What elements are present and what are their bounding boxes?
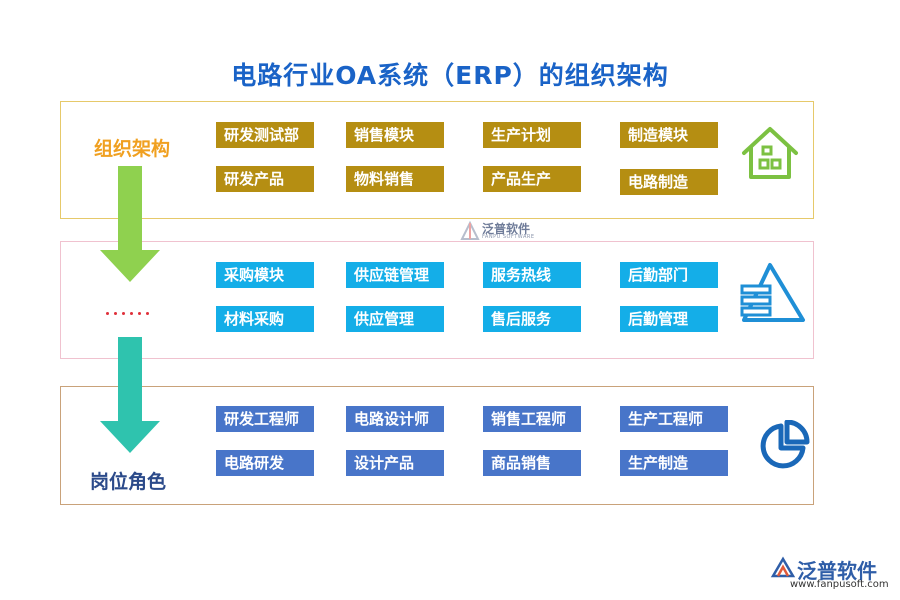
box-rd-engineer: 研发工程师: [216, 406, 314, 432]
box-purchasing-module: 采购模块: [216, 262, 314, 288]
box-sales-module: 销售模块: [346, 122, 444, 148]
box-production-engineer: 生产工程师: [620, 406, 728, 432]
box-supply-chain-mgmt: 供应链管理: [346, 262, 444, 288]
brand-name: 泛普软件: [797, 559, 877, 583]
box-circuit-manufacturing: 电路制造: [620, 169, 718, 195]
pyramid-icon: [740, 263, 805, 322]
box-after-sales: 售后服务: [483, 306, 581, 332]
box-manufacturing-module: 制造模块: [620, 122, 718, 148]
watermark-logo-icon: [460, 220, 480, 240]
box-circuit-designer: 电路设计师: [346, 406, 444, 432]
watermark-subtext: FANPU SOFTWARE: [482, 234, 535, 240]
modules-panel: [60, 241, 814, 359]
roles-panel: [60, 386, 814, 505]
box-design-products: 设计产品: [346, 450, 444, 476]
brand-logo-icon: [770, 556, 796, 578]
box-supply-mgmt: 供应管理: [346, 306, 444, 332]
box-circuit-rd: 电路研发: [216, 450, 314, 476]
box-logistics-dept: 后勤部门: [620, 262, 718, 288]
pie-chart-icon: [760, 420, 810, 469]
box-production-manufacturing: 生产制造: [620, 450, 728, 476]
down-arrow-teal: [100, 337, 160, 453]
box-material-purchasing: 材料采购: [216, 306, 314, 332]
box-service-hotline: 服务热线: [483, 262, 581, 288]
roles-label: 岗位角色: [90, 471, 167, 493]
box-product-production: 产品生产: [483, 166, 581, 192]
box-sales-engineer: 销售工程师: [483, 406, 581, 432]
page-title: 电路行业OA系统（ERP）的组织架构: [231, 61, 669, 90]
box-production-plan: 生产计划: [483, 122, 581, 148]
org-structure-label: 组织架构: [94, 138, 171, 160]
ellipsis-dots: [106, 312, 166, 318]
box-goods-sales: 商品销售: [483, 450, 581, 476]
org-structure-panel: [60, 101, 814, 219]
box-material-sales: 物料销售: [346, 166, 444, 192]
box-rd-products: 研发产品: [216, 166, 314, 192]
watermark-text: 泛普软件: [482, 222, 531, 236]
box-logistics-mgmt: 后勤管理: [620, 306, 718, 332]
down-arrow-green: [100, 166, 160, 282]
brand-url[interactable]: www.fanpusoft.com: [790, 579, 889, 590]
box-rd-test-dept: 研发测试部: [216, 122, 314, 148]
house-icon: [742, 127, 798, 179]
